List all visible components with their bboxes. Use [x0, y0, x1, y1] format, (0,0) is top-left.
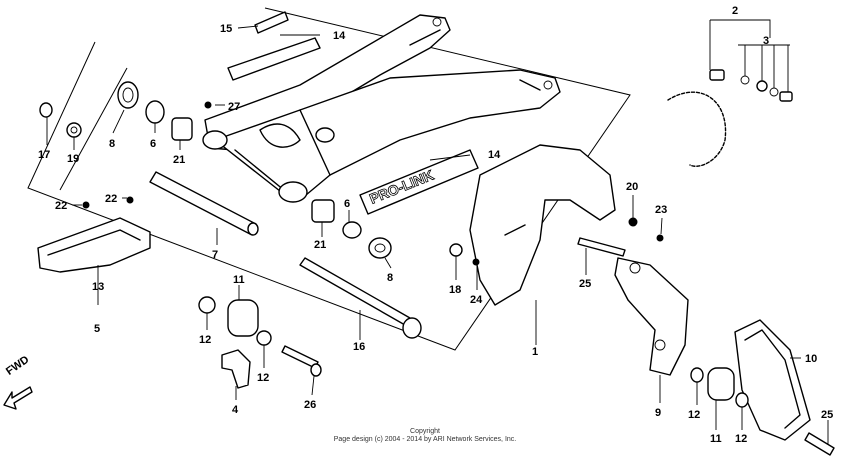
label-22-right: 22 — [105, 193, 117, 205]
label-8-lower: 8 — [387, 272, 393, 284]
label-20: 20 — [626, 181, 638, 193]
label-17: 17 — [38, 149, 50, 161]
copyright-line-2: Page design (c) 2004 - 2014 by ARI Netwo… — [333, 436, 517, 443]
leader-lines — [46, 19, 829, 445]
label-11-right: 11 — [710, 433, 722, 445]
prolink-decal: PRO-LINK — [359, 149, 479, 215]
label-18: 18 — [449, 284, 461, 296]
label-1: 1 — [532, 346, 538, 358]
drive-chain — [667, 69, 793, 167]
swingarm-assembly-frame — [27, 7, 631, 351]
label-25-upper: 25 — [579, 278, 591, 290]
decal-upper — [227, 11, 321, 81]
chain-slider — [37, 196, 151, 273]
label-23: 23 — [655, 204, 667, 216]
label-4: 4 — [232, 404, 239, 416]
label-12-left-b: 12 — [257, 372, 269, 384]
pivot-shaft — [149, 171, 259, 236]
label-21-upper: 21 — [173, 154, 185, 166]
long-bolt — [299, 257, 422, 339]
label-2: 2 — [732, 5, 738, 17]
label-21-lower: 21 — [314, 239, 326, 251]
part-labels: 15 14 27 8 6 21 17 19 22 22 14 7 6 21 8 … — [38, 5, 833, 445]
swingarm-body — [202, 14, 561, 203]
label-27: 27 — [228, 101, 240, 113]
label-14-upper: 14 — [333, 30, 346, 42]
chain-guard — [449, 144, 664, 306]
lower-link-parts — [198, 296, 322, 389]
label-11-left: 11 — [233, 274, 245, 286]
label-9: 9 — [655, 407, 661, 419]
label-15: 15 — [220, 23, 232, 35]
label-22-left: 22 — [55, 200, 67, 212]
fwd-arrow — [3, 386, 33, 410]
label-8-upper: 8 — [109, 138, 115, 150]
label-12-left-a: 12 — [199, 334, 211, 346]
label-26: 26 — [304, 399, 316, 411]
label-6-lower: 6 — [344, 198, 350, 210]
label-5: 5 — [94, 323, 100, 335]
label-7: 7 — [212, 249, 218, 261]
stopper-plate-a — [577, 237, 689, 376]
copyright-line-1: Copyright — [410, 428, 440, 435]
label-16: 16 — [353, 341, 365, 353]
label-14-prolink: 14 — [488, 149, 501, 161]
stopper-plate-b — [690, 319, 835, 456]
label-19: 19 — [67, 153, 79, 165]
label-12-right-a: 12 — [688, 409, 700, 421]
label-3: 3 — [763, 35, 769, 47]
dust-seals-bearings — [39, 81, 392, 259]
label-10: 10 — [805, 353, 817, 365]
label-13: 13 — [92, 281, 104, 293]
label-12-right-b: 12 — [735, 433, 747, 445]
label-6-upper: 6 — [150, 138, 156, 150]
label-25-lower: 25 — [821, 409, 833, 421]
label-24: 24 — [470, 294, 483, 306]
copyright-notice: Copyright Page design (c) 2004 - 2014 by… — [0, 428, 850, 444]
